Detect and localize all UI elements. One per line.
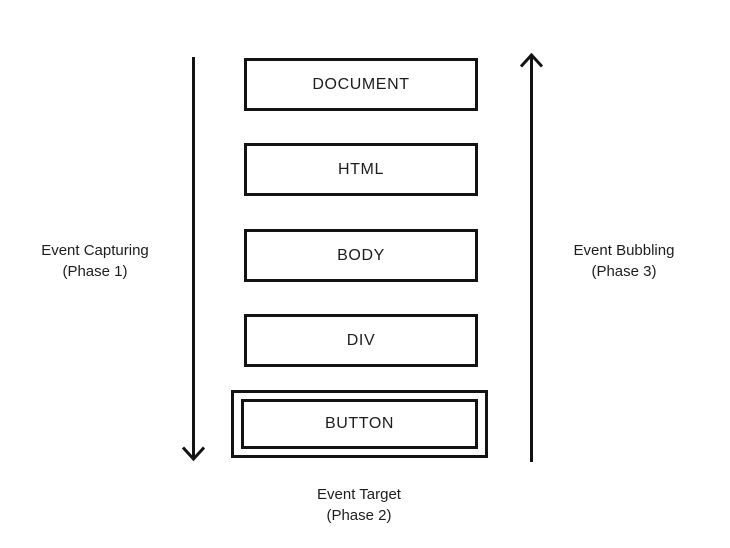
arrow-up-icon <box>519 53 544 462</box>
div-box-label: DIV <box>346 331 376 349</box>
event-bubbling-label-line1: Event Bubbling <box>573 242 675 259</box>
html-box-label: HTML <box>338 160 384 178</box>
event-bubbling-label-line2: (Phase 3) <box>591 263 657 280</box>
html-box: HTML <box>244 143 478 196</box>
body-box: BODY <box>244 229 478 282</box>
event-target-label: Event Target (Phase 2) <box>274 484 444 526</box>
event-target-label-line1: Event Target <box>317 486 401 503</box>
document-box: DOCUMENT <box>244 58 478 111</box>
body-box-label: BODY <box>337 246 385 264</box>
button-box-label: BUTTON <box>324 415 395 432</box>
arrow-down-icon <box>181 57 206 462</box>
event-capturing-label-line1: Event Capturing <box>41 242 149 259</box>
document-box-label: DOCUMENT <box>312 75 410 93</box>
event-bubbling-label: Event Bubbling (Phase 3) <box>539 240 709 282</box>
button-box-outer: BUTTON <box>231 390 488 458</box>
event-capturing-label-line2: (Phase 1) <box>62 263 128 280</box>
event-target-label-line2: (Phase 2) <box>326 507 392 524</box>
button-box: BUTTON <box>241 399 478 449</box>
div-box: DIV <box>244 314 478 367</box>
event-capturing-label: Event Capturing (Phase 1) <box>10 240 180 282</box>
